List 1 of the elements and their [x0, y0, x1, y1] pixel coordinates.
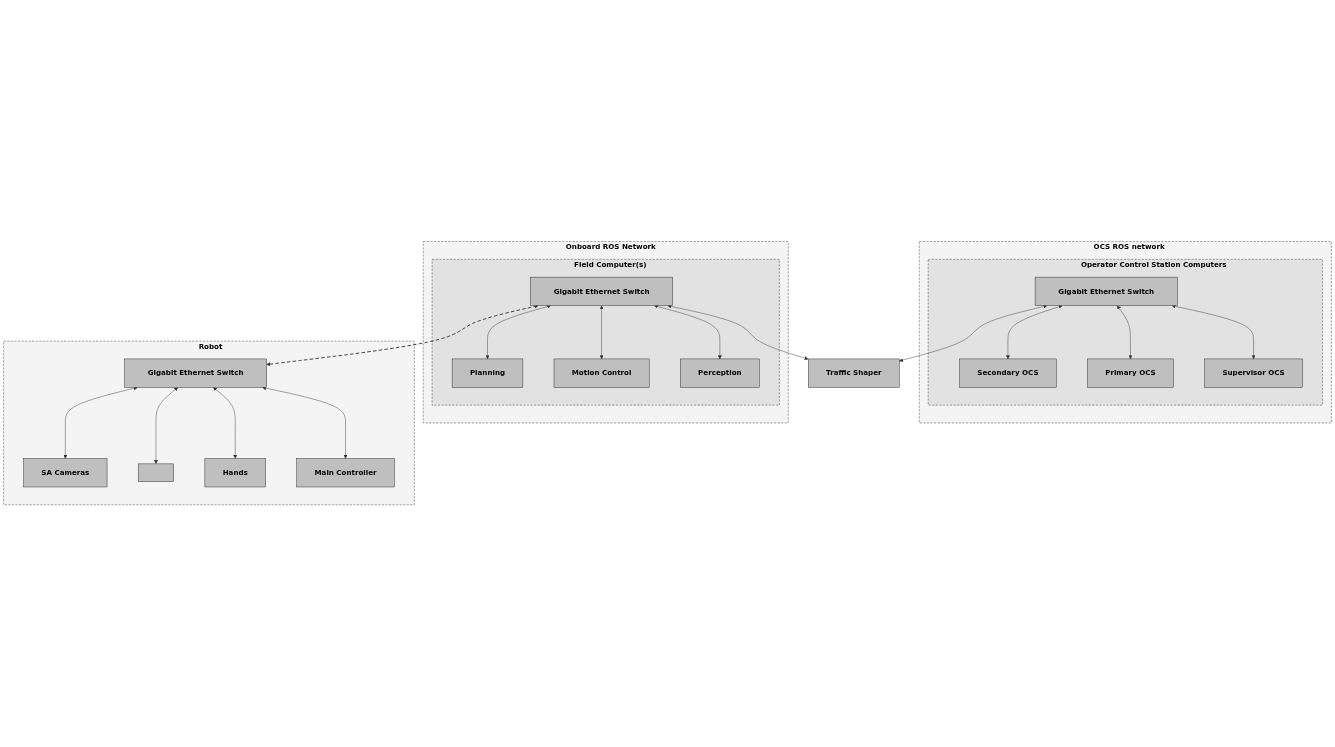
- node-box: [137, 463, 174, 483]
